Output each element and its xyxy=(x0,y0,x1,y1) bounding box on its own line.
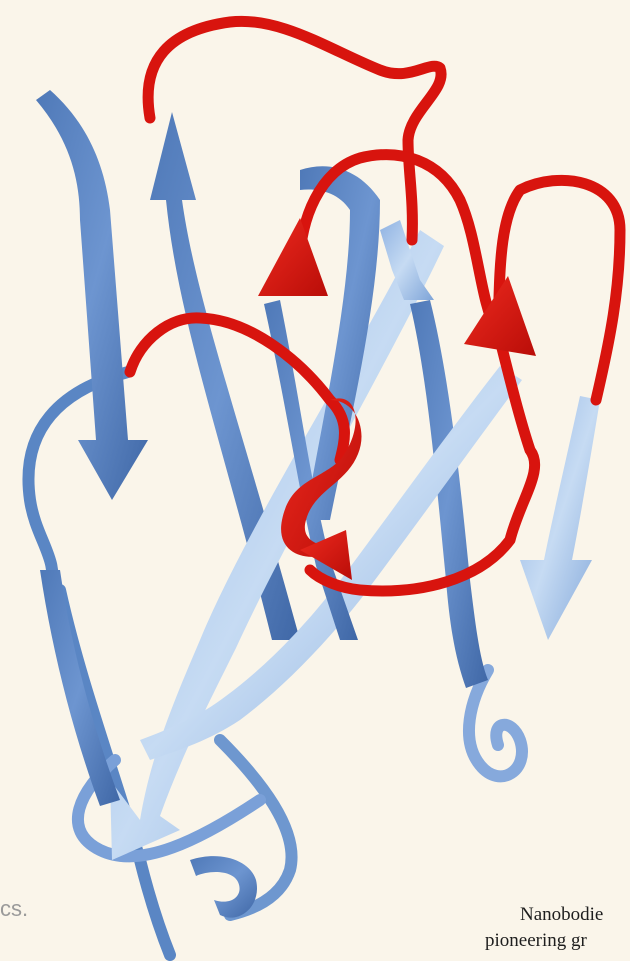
caption-line-1: Nanobodie xyxy=(485,902,630,928)
figure-caption: Nanobodie pioneering gr xyxy=(485,902,630,954)
caption-line-2: pioneering gr xyxy=(485,928,630,954)
caption-fragment-left: cs. xyxy=(0,896,28,922)
